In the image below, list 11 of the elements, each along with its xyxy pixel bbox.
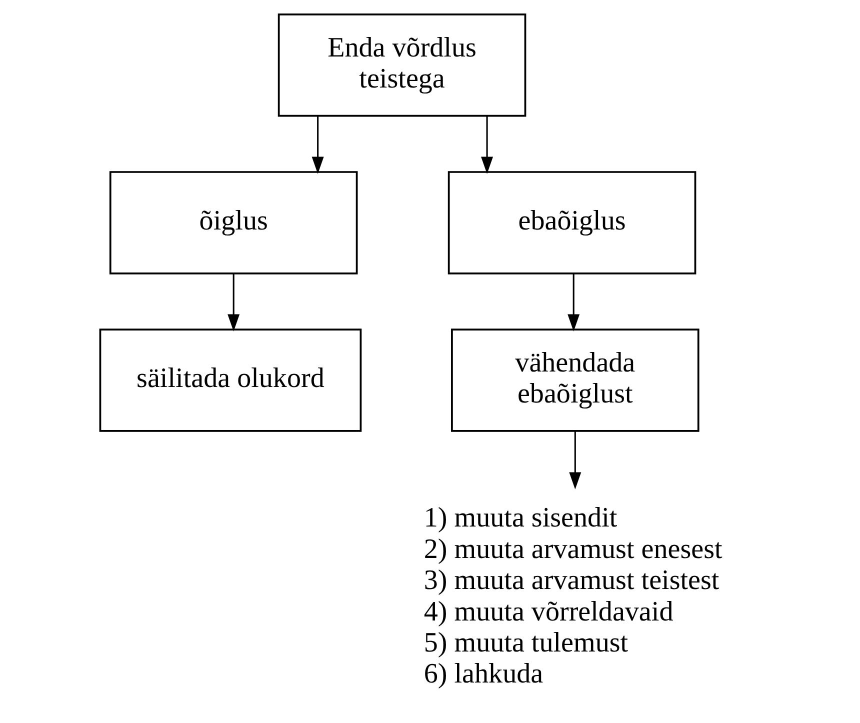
node-box: ebaõiglus	[447, 171, 696, 274]
node-text: 1) muuta sisendit 2) muuta arvamust enesest 3) muuta arvamust teistest 4) muuta võrreldavaid 5) muuta tulemust 6) lahkuda	[423, 502, 722, 690]
node-box: õiglus	[108, 171, 358, 274]
arrow	[567, 273, 580, 332]
arrow	[480, 116, 493, 174]
node-box: säilitada olukord	[98, 328, 362, 432]
node-box: Enda võrdlus teistega	[277, 14, 526, 117]
arrow	[311, 116, 324, 174]
node-box: vähendada ebaõiglust	[450, 328, 699, 432]
arrow	[568, 431, 581, 490]
arrow	[227, 273, 240, 332]
